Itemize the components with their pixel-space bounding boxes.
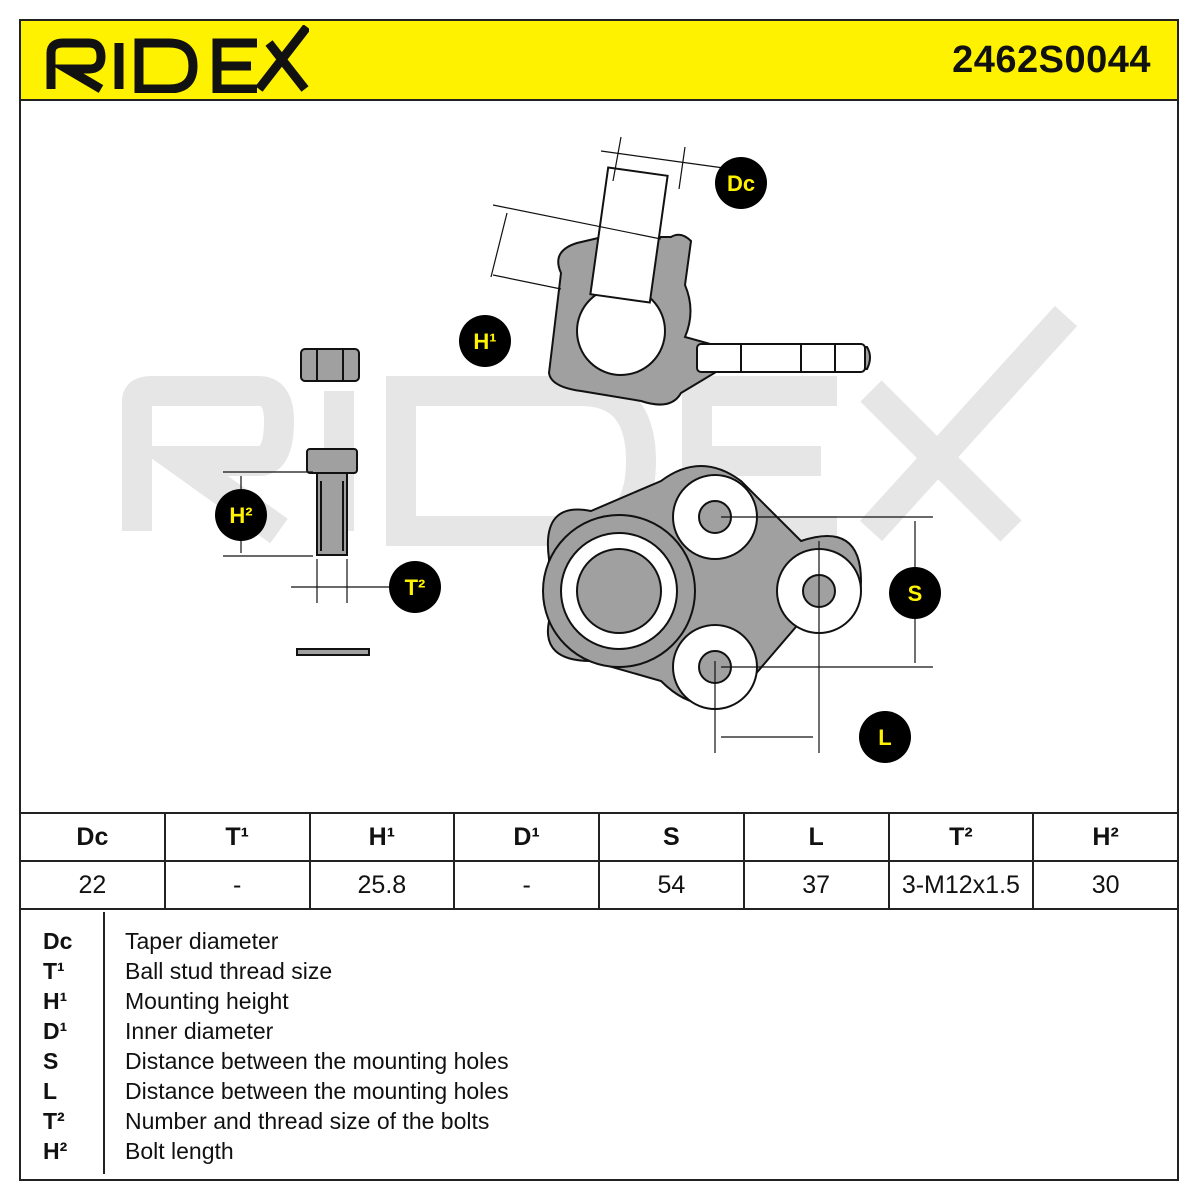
spec-header-cell: T¹	[163, 812, 311, 862]
nut-part	[300, 348, 360, 382]
legend-key: T²	[43, 1108, 65, 1134]
svg-text:T²: T²	[405, 575, 426, 600]
t2-dimension	[291, 559, 389, 603]
h1-dimension	[490, 204, 662, 290]
svg-text:L: L	[878, 725, 891, 750]
legend-row: T¹ Ball stud thread size	[21, 956, 1177, 986]
h2-badge: H²	[215, 489, 267, 541]
svg-text:H¹: H¹	[473, 329, 496, 354]
legend-key: H¹	[43, 988, 68, 1014]
spec-header-cell: H²	[1032, 812, 1179, 862]
legend-desc: Distance between the mounting holes	[125, 1078, 509, 1104]
legend-desc: Distance between the mounting holes	[125, 1048, 509, 1074]
t2-badge: T²	[389, 561, 441, 613]
h1-badge: H¹	[459, 315, 511, 367]
legend-row: T² Number and thread size of the bolts	[21, 1106, 1177, 1136]
legend-divider	[103, 912, 105, 1174]
spec-header-row: Dc T¹ H¹ D¹ S L T² H²	[19, 812, 1179, 862]
spec-value-row: 22 - 25.8 - 54 37 3-M12x1.5 30	[19, 860, 1179, 910]
legend-desc: Bolt length	[125, 1138, 234, 1164]
technical-drawing: Dc H¹ H² T² S L	[122, 136, 1078, 763]
legend-desc: Number and thread size of the bolts	[125, 1108, 490, 1134]
legend-row: S Distance between the mounting holes	[21, 1046, 1177, 1076]
legend-key: Dc	[43, 928, 73, 954]
dc-dimension	[600, 136, 732, 190]
spec-value-cell: -	[453, 860, 600, 910]
spec-value-cell: 22	[19, 860, 166, 910]
legend-row: L Distance between the mounting holes	[21, 1076, 1177, 1106]
legend-key: S	[43, 1048, 59, 1074]
legend-row: Dc Taper diameter	[21, 926, 1177, 956]
spec-value-cell: 54	[598, 860, 745, 910]
l-badge: L	[859, 711, 911, 763]
spec-table: Dc T¹ H¹ D¹ S L T² H² 22 - 25.8 - 54 37 …	[19, 812, 1179, 910]
legend-key: L	[43, 1078, 58, 1104]
legend-key: H²	[43, 1138, 68, 1164]
header-bar: 2462S0044	[19, 19, 1179, 101]
spec-value-cell: 3-M12x1.5	[887, 860, 1035, 910]
bolt-part	[306, 448, 358, 556]
svg-text:H²: H²	[229, 503, 252, 528]
ball-joint-top-view	[542, 465, 863, 710]
spec-header-cell: L	[742, 812, 890, 862]
legend-desc: Inner diameter	[125, 1018, 274, 1044]
svg-text:Dc: Dc	[727, 171, 755, 196]
legend-desc: Taper diameter	[125, 928, 279, 954]
legend-row: H¹ Mounting height	[21, 986, 1177, 1016]
spec-header-cell: Dc	[19, 812, 166, 862]
legend-row: H² Bolt length	[21, 1136, 1177, 1166]
svg-text:S: S	[908, 581, 923, 606]
ball-joint-side-view	[547, 166, 871, 406]
legend-key: T¹	[43, 958, 65, 984]
spec-value-cell: -	[163, 860, 311, 910]
legend-desc: Ball stud thread size	[125, 958, 333, 984]
legend-key: D¹	[43, 1018, 68, 1044]
dc-badge: Dc	[715, 157, 767, 209]
legend-row: D¹ Inner diameter	[21, 1016, 1177, 1046]
spec-header-cell: D¹	[453, 812, 600, 862]
spec-header-cell: T²	[887, 812, 1035, 862]
spec-value-cell: 30	[1032, 860, 1179, 910]
spec-value-cell: 25.8	[308, 860, 456, 910]
spec-header-cell: S	[598, 812, 745, 862]
washer-part	[296, 648, 370, 656]
l-dimension	[714, 541, 820, 753]
spec-value-cell: 37	[742, 860, 890, 910]
spec-header-cell: H¹	[308, 812, 456, 862]
ridex-logo	[46, 25, 309, 93]
legend: Dc Taper diameter T¹ Ball stud thread si…	[19, 912, 1179, 1181]
part-number: 2462S0044	[952, 39, 1151, 81]
s-badge: S	[889, 567, 941, 619]
legend-desc: Mounting height	[125, 988, 289, 1014]
